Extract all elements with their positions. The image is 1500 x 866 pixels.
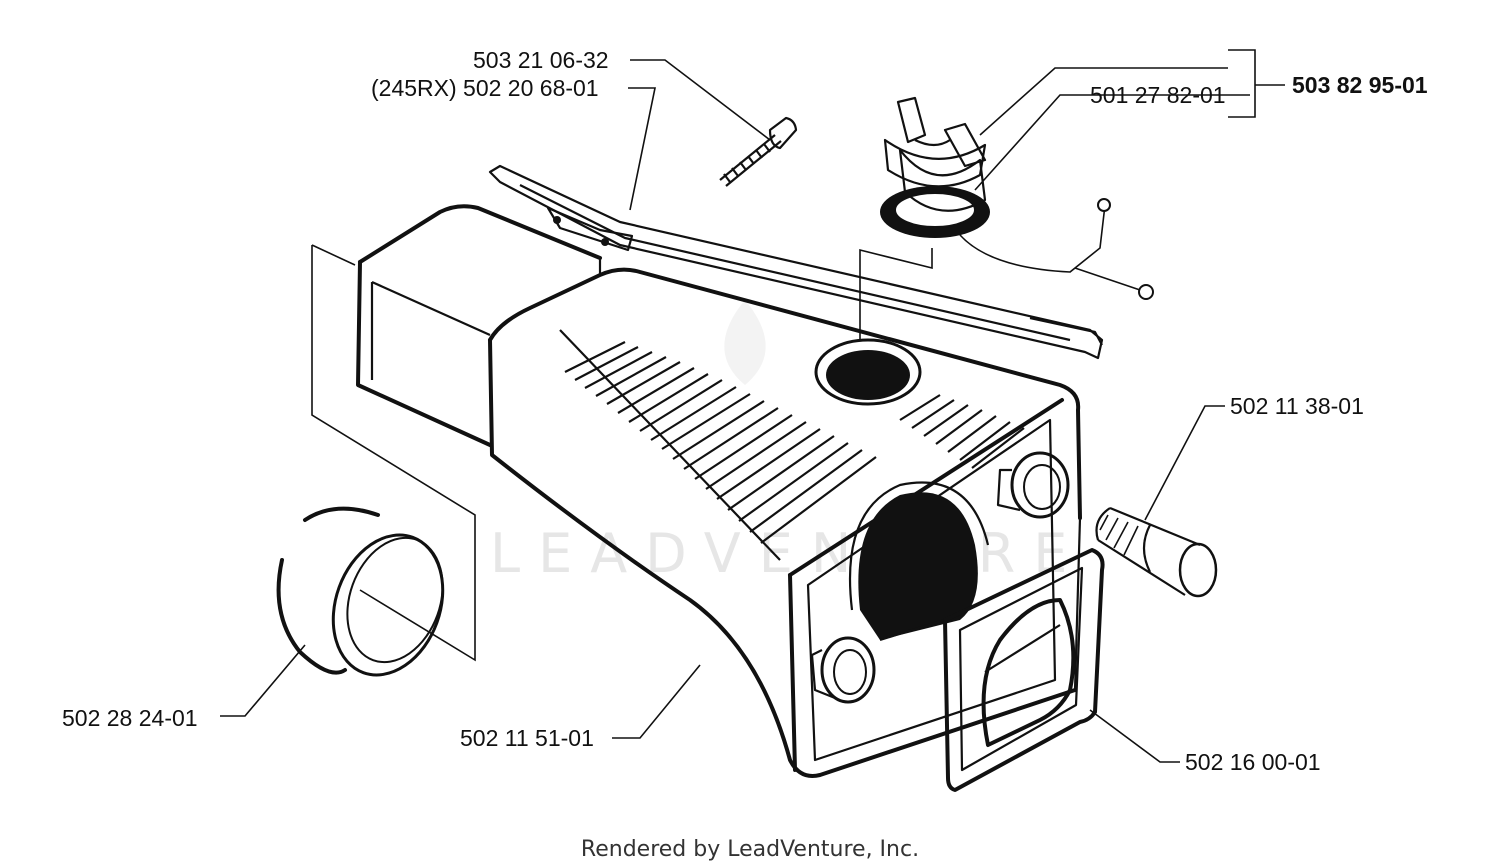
leader-lines <box>220 49 1285 763</box>
outlet-opening <box>848 481 990 642</box>
label-bar-part-number: (245RX) 502 20 68-01 <box>371 75 599 101</box>
lower-mounting-boss <box>810 636 876 704</box>
label-cap-assembly-part-number: 503 82 95-01 <box>1292 72 1428 98</box>
upper-mounting-boss <box>996 451 1070 519</box>
label-filter-part-number: 502 11 38-01 <box>1230 393 1364 419</box>
label-sleeve-part-number: 502 28 24-01 <box>62 705 198 731</box>
fuel-cap-drawing <box>859 96 1154 340</box>
grip-hatching <box>564 341 1025 544</box>
retaining-bar-drawing <box>488 164 1104 360</box>
label-cap-gasket-part-number: 501 27 82-01 <box>1090 82 1226 108</box>
label-tank-part-number: 502 11 51-01 <box>460 725 594 751</box>
watermark-flame-icon <box>724 300 766 385</box>
footer-credit: Rendered by LeadVenture, Inc. <box>581 837 919 862</box>
watermark-text: LEADVENTURE <box>490 522 1085 585</box>
filler-neck-hole <box>814 338 922 406</box>
screw-drawing <box>719 116 798 187</box>
gasket-drawing <box>943 548 1105 792</box>
label-screw-part-number: 503 21 06-32 <box>473 47 609 73</box>
fuel-filter-drawing <box>1095 506 1218 598</box>
label-gasket-part-number: 502 16 00-01 <box>1185 749 1321 775</box>
fuel-tank-drawing <box>356 204 1082 778</box>
sleeve-ring-drawing <box>276 506 445 677</box>
